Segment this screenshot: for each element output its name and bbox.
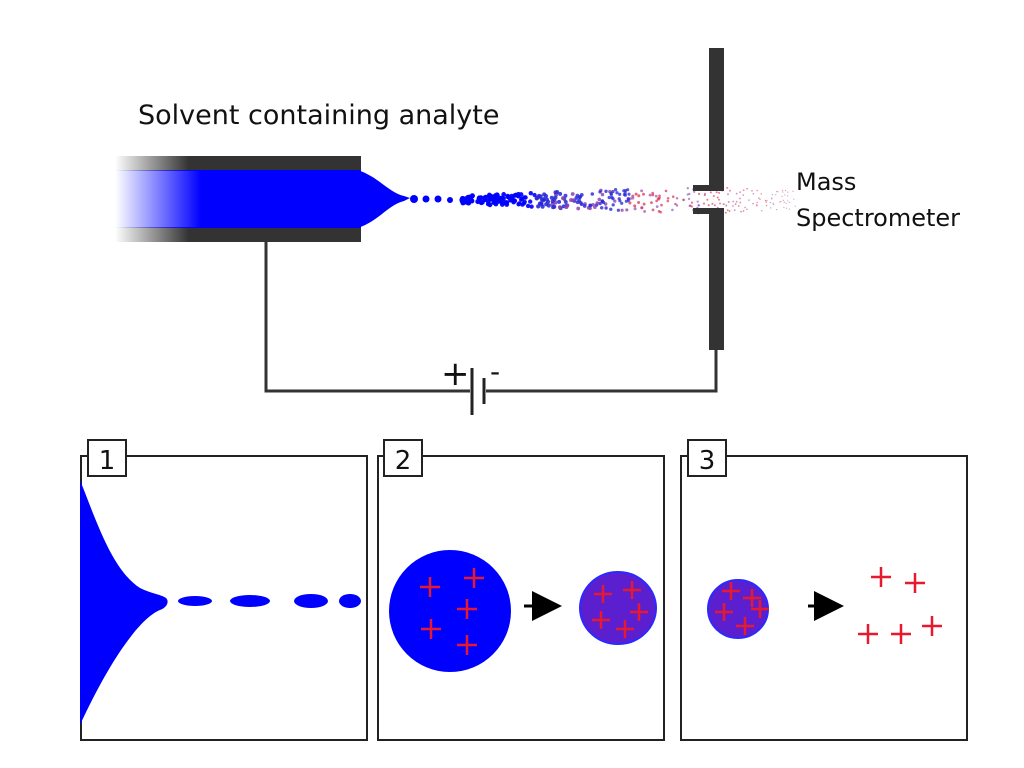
shrinking-droplet [579,571,657,645]
counter-electrode [693,48,724,350]
positive-charge-icon [722,582,740,600]
droplet-charges-small [592,581,648,638]
capillary-needle [115,156,410,242]
large-droplet [389,550,511,672]
positive-charge-icon [464,568,484,588]
droplet-charges-large [420,568,484,655]
positive-charge-icon [623,581,641,599]
positive-charge-icon [421,619,441,639]
positive-charge-icon [905,573,925,593]
battery-plus-label: + [441,354,470,394]
panel-2: 2 [377,439,665,741]
panel-3: 3 [680,439,968,741]
positive-charge-icon [420,577,440,597]
positive-charge-icon [630,603,648,621]
positive-charge-icon [457,599,477,619]
positive-charge-icon [457,635,477,655]
positive-charge-icon [715,603,733,621]
mass-label-line2: Spectrometer [796,204,960,232]
battery-icon: + - [441,354,500,415]
panel-1: 1 [80,439,368,741]
positive-charge-icon [736,617,754,635]
solvent-label: Solvent containing analyte [138,100,499,131]
taylor-cone [358,170,410,228]
circuit-wire [264,242,718,393]
battery-minus-label: - [490,355,500,388]
mass-label-line1: Mass [796,168,856,196]
panel-3-label: 3 [699,446,716,476]
positive-charge-icon [922,616,942,636]
panel-3-badge [687,439,727,477]
positive-charge-icon [871,567,891,587]
positive-charge-icon [592,611,610,629]
positive-charge-icon [891,624,911,644]
panel-2-badge [383,439,423,477]
positive-charge-icon [743,589,761,607]
spray-plume [410,185,796,215]
positive-charge-icon [594,585,612,603]
panel-1-badge [87,439,127,477]
positive-charge-icon [616,620,634,638]
positive-charge-icon [858,624,878,644]
gas-phase-ions [858,567,942,644]
positive-charge-icon [751,600,769,618]
panel-1-label: 1 [99,446,116,476]
droplet-charges-tiny [715,582,769,635]
panel-2-label: 2 [395,446,412,476]
